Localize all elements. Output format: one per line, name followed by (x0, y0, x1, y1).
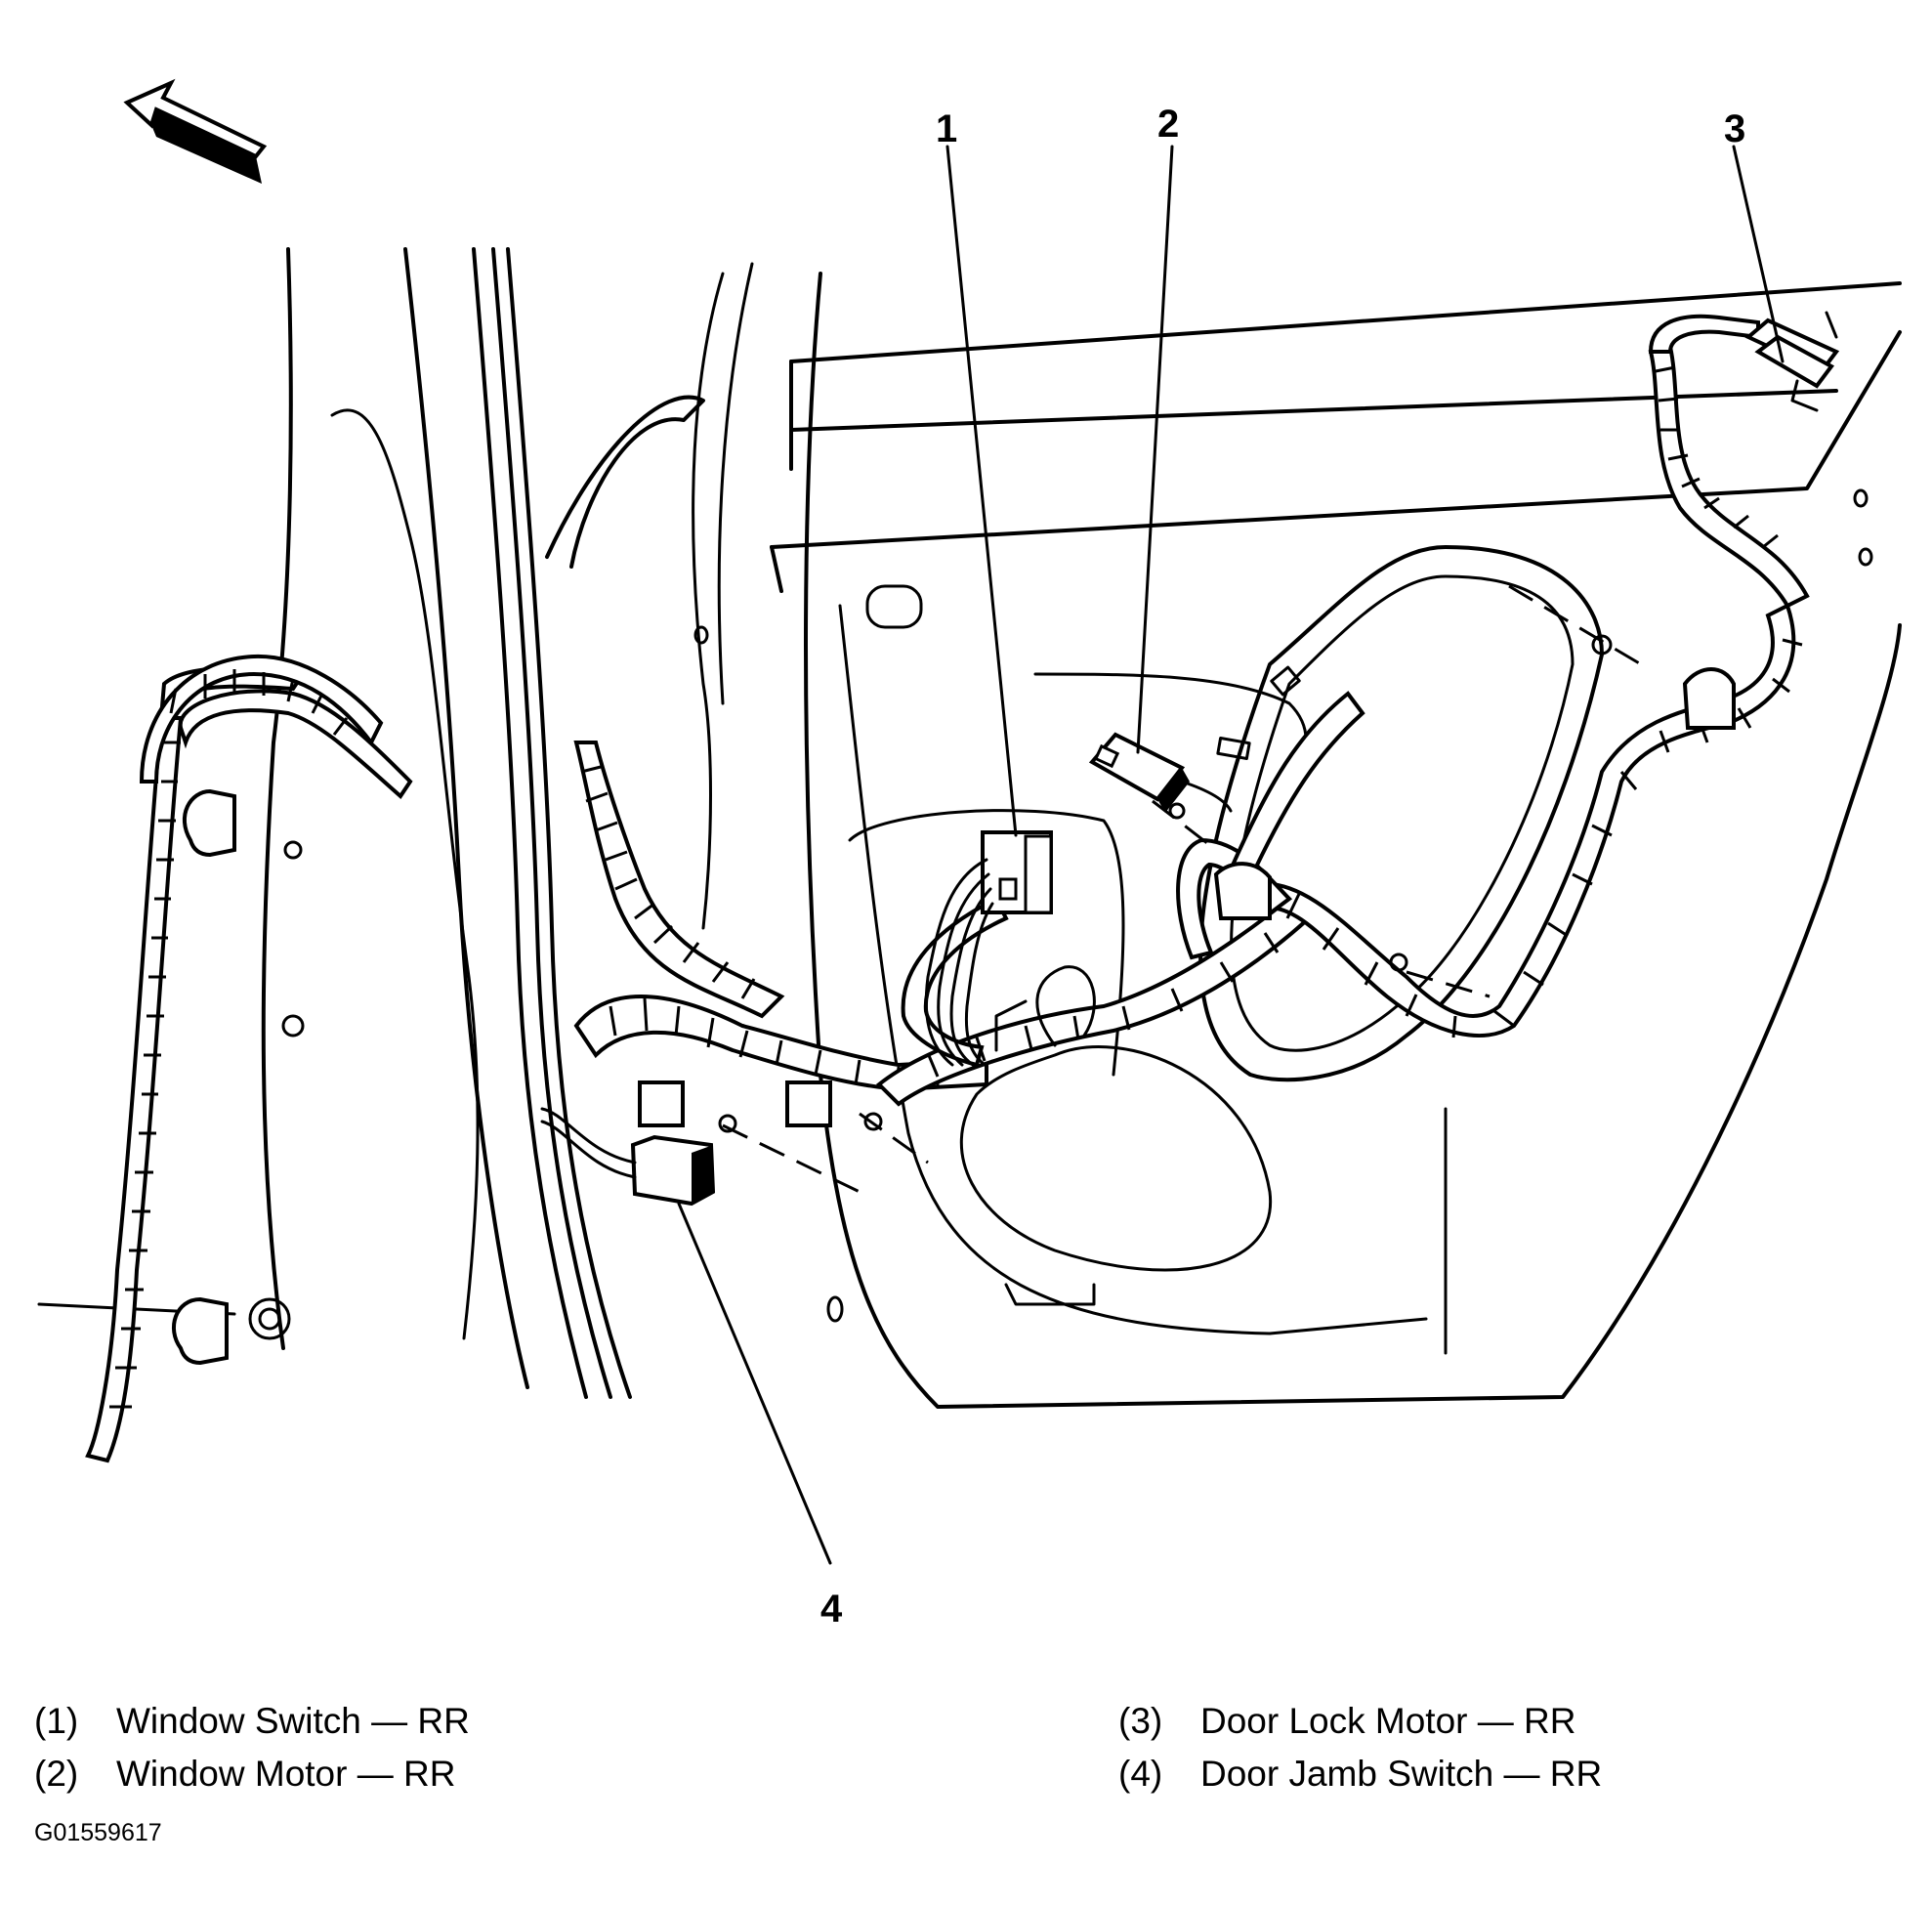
legend-text-3: Door Lock Motor — RR (1200, 1701, 1576, 1741)
body-panel-left (37, 247, 754, 1399)
door-panel (693, 272, 1902, 1409)
legend-text-1: Window Switch — RR (116, 1701, 470, 1741)
door-jamb-switch-connector (540, 1107, 716, 1207)
legend-num-1: (1) (34, 1701, 79, 1741)
legend-text-4: Door Jamb Switch — RR (1200, 1754, 1603, 1794)
legend-num-3: (3) (1118, 1701, 1163, 1741)
harness-clips (171, 667, 1736, 1366)
door-harness-diagram: 1 2 3 4 (37, 78, 1902, 1631)
legend-column-left: (1) Window Switch — RR (2) Window Motor — … (34, 1695, 470, 1800)
legend-column-right: (3) Door Lock Motor — RR (4) Door Jamb Swi… (1118, 1695, 1602, 1800)
legend-item-3: (3) Door Lock Motor — RR (1118, 1695, 1602, 1748)
callout-2: 2 (1157, 103, 1179, 146)
legend-num-2: (2) (34, 1754, 79, 1794)
callout-4: 4 (820, 1588, 843, 1631)
door-lock-motor-connector (1744, 311, 1840, 412)
window-switch-connector (924, 830, 1053, 1067)
wiring-harness (85, 314, 1810, 1463)
legend-num-4: (4) (1118, 1754, 1163, 1794)
legend-item-2: (2) Window Motor — RR (34, 1748, 470, 1800)
callout-3: 3 (1724, 107, 1745, 150)
legend-item-1: (1) Window Switch — RR (34, 1695, 470, 1748)
legend-item-4: (4) Door Jamb Switch — RR (1118, 1748, 1602, 1800)
figure-id: G01559617 (34, 1819, 162, 1846)
callout-1: 1 (936, 107, 957, 150)
callout-leaders (677, 145, 1785, 1565)
legend-text-2: Window Motor — RR (116, 1754, 456, 1794)
routing-dash-lines (718, 584, 1642, 1194)
front-direction-arrow-icon (123, 78, 268, 184)
window-motor-connector (1088, 732, 1233, 813)
